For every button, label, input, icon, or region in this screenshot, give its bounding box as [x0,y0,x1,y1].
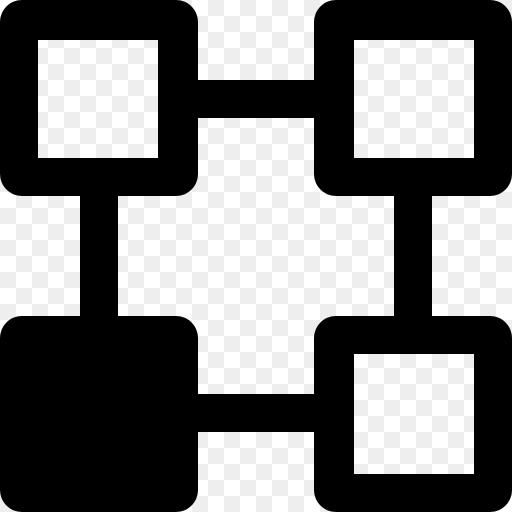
connector-top [190,80,322,118]
node-top-right [314,0,512,196]
node-bottom-left [0,316,198,512]
connector-bottom [190,394,322,432]
node-bottom-right [314,316,512,512]
connector-right [394,190,432,322]
connector-left [80,190,118,322]
node-top-left [0,0,198,196]
